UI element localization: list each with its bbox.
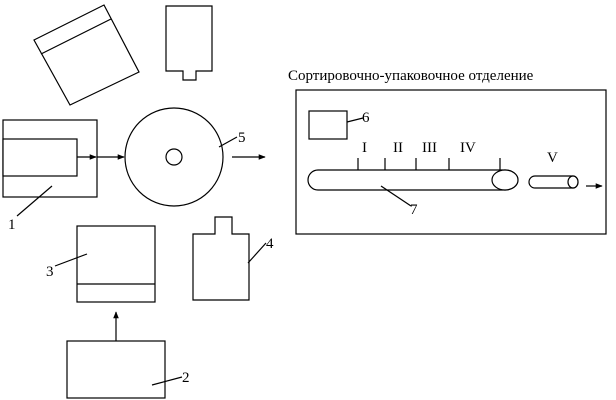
station-label-2: II: [393, 140, 403, 156]
station-label-5: V: [547, 150, 558, 166]
label-4: 4: [266, 236, 274, 252]
station-label-1: I: [362, 140, 367, 156]
unit-1: [2, 119, 98, 198]
unit-7-conveyor: [307, 169, 519, 191]
unit-2: [66, 340, 166, 399]
label-3: 3: [46, 264, 54, 280]
leader-1: [16, 185, 53, 217]
leader-6: [346, 117, 364, 123]
leader-7: [380, 185, 412, 207]
sorting-packing-section: [295, 89, 607, 235]
tilted-bin: [33, 4, 140, 106]
station-label-4: IV: [460, 140, 476, 156]
leader-4: [247, 242, 267, 264]
output-conveyor: [528, 175, 579, 189]
station-label-3: III: [422, 140, 437, 156]
leader-2: [151, 376, 183, 386]
section-title: Сортировочно-упаковочное отделение: [288, 68, 534, 84]
label-2: 2: [182, 370, 190, 386]
unit-6: [308, 110, 348, 140]
unit-4: [192, 216, 250, 301]
label-5: 5: [238, 130, 246, 146]
label-1: 1: [8, 217, 16, 233]
unit-3: [76, 225, 156, 303]
top-hopper: [165, 5, 213, 81]
unit-5-drum: [124, 107, 224, 207]
label-6: 6: [362, 110, 370, 126]
leader-5: [218, 136, 238, 148]
label-7: 7: [410, 202, 418, 218]
leader-3: [54, 253, 88, 267]
